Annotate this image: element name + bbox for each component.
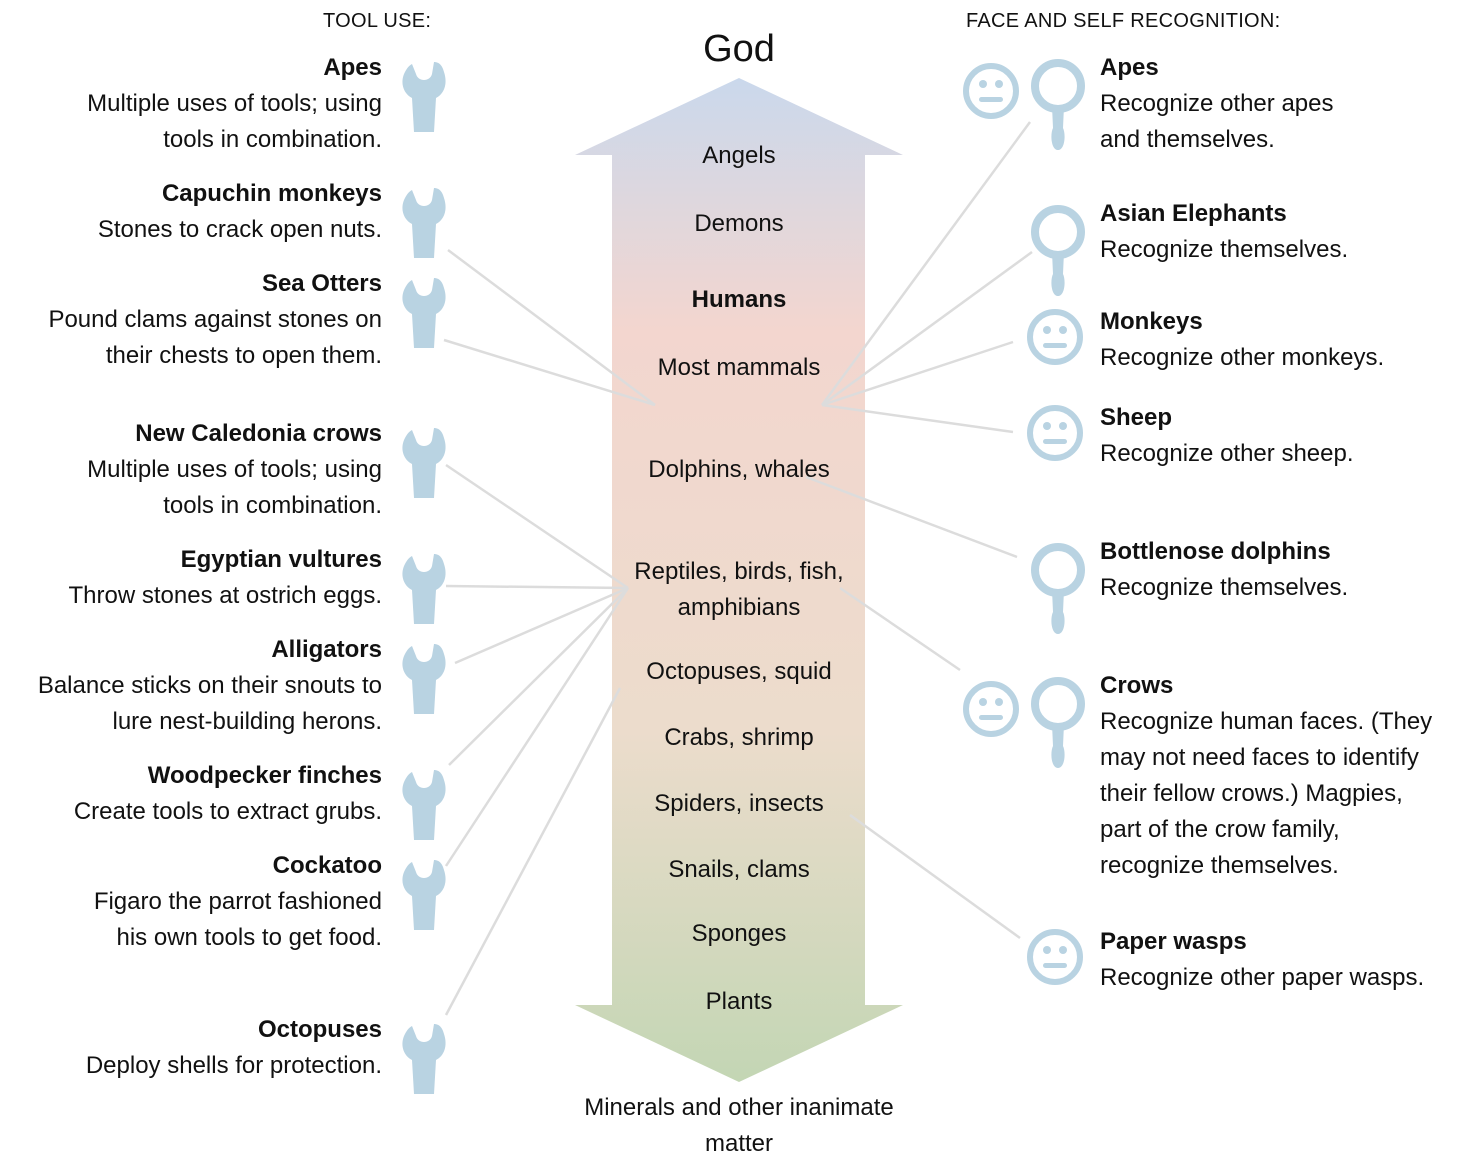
connector-line <box>805 475 1018 559</box>
mirror-icon <box>1030 676 1086 777</box>
wrench-icon <box>400 186 448 265</box>
animal-description: Pound clams against stones on their ches… <box>48 306 382 369</box>
minerals-label: Minerals and other inanimate matter <box>584 1094 894 1157</box>
connector-line <box>448 587 629 766</box>
tool-use-header: TOOL USE: <box>323 10 432 32</box>
wrench-icon <box>400 276 448 355</box>
connector-line <box>849 813 1021 940</box>
animal-name: Capuchin monkeys <box>161 180 382 207</box>
animal-description: Balance sticks on their snouts to lure n… <box>37 672 382 735</box>
level-snails-clams: Snails, clams <box>668 856 810 883</box>
connector-line <box>444 687 622 1016</box>
wrench-icon <box>400 1022 448 1101</box>
connector-line <box>839 586 961 672</box>
connector-line <box>821 340 1014 407</box>
animal-description: Recognize human faces. (They may not nee… <box>1100 708 1433 879</box>
animal-name: Bottlenose dolphins <box>1100 538 1331 565</box>
face-icon <box>1026 308 1084 371</box>
connector-line <box>447 248 656 407</box>
level-most-mammals: Most mammals <box>657 354 821 381</box>
mirror-icon <box>1030 58 1086 159</box>
animal-name: Woodpecker finches <box>147 762 382 789</box>
connector-line <box>820 121 1032 406</box>
animal-description: Recognize other apes and themselves. <box>1100 90 1334 153</box>
connector-line <box>821 403 1014 434</box>
face-icon <box>1026 404 1084 467</box>
animal-name: New Caledonia crows <box>135 420 382 447</box>
level-dolphins-whales: Dolphins, whales <box>648 456 830 483</box>
face-icon <box>962 680 1020 743</box>
mirror-icon <box>1030 542 1086 643</box>
god-label: God <box>703 28 775 70</box>
animal-description: Create tools to extract grubs. <box>73 798 382 825</box>
wrench-icon <box>400 858 448 937</box>
level-spiders-insects: Spiders, insects <box>654 790 824 817</box>
wrench-icon <box>400 426 448 505</box>
scale-arrow <box>575 78 903 1082</box>
animal-description: Figaro the parrot fashioned his own tool… <box>93 888 382 951</box>
animal-description: Recognize themselves. <box>1100 574 1349 601</box>
animal-name: Crows <box>1100 672 1174 699</box>
animal-name: Egyptian vultures <box>180 546 382 573</box>
animal-description: Multiple uses of tools; using tools in c… <box>87 90 382 153</box>
connector-line <box>444 587 630 867</box>
mirror-icon <box>1030 204 1086 305</box>
animal-description: Recognize other sheep. <box>1100 440 1354 467</box>
animal-name: Apes <box>1100 54 1159 81</box>
animal-name: Asian Elephants <box>1100 200 1287 227</box>
connector-line <box>454 586 629 665</box>
animal-description: Stones to crack open nuts. <box>97 216 382 243</box>
face-icon <box>962 62 1020 125</box>
level-sponges: Sponges <box>691 920 787 947</box>
animal-name: Octopuses <box>257 1016 382 1043</box>
connector-line <box>443 338 656 407</box>
animal-description: Recognize themselves. <box>1100 236 1349 263</box>
level-humans: Humans <box>691 286 787 313</box>
animal-name: Sheep <box>1100 404 1173 431</box>
animal-description: Recognize other monkeys. <box>1100 344 1385 371</box>
animal-name: Paper wasps <box>1100 928 1247 955</box>
face-icon <box>1026 928 1084 991</box>
connector-line <box>445 463 629 590</box>
animal-description: Multiple uses of tools; using tools in c… <box>87 456 382 519</box>
wrench-icon <box>400 60 448 139</box>
level-plants: Plants <box>705 988 773 1015</box>
animal-description: Throw stones at ostrich eggs. <box>68 582 382 609</box>
connector-line <box>445 584 629 590</box>
level-octopuses-squid: Octopuses, squid <box>646 658 832 685</box>
level-reptiles-birds-fish-amphibians: Reptiles, birds, fish, amphibians <box>634 558 844 621</box>
connector-line <box>821 250 1033 407</box>
animal-name: Alligators <box>271 636 382 663</box>
wrench-icon <box>400 768 448 847</box>
animal-name: Sea Otters <box>261 270 382 297</box>
wrench-icon <box>400 552 448 631</box>
face-recognition-header: FACE AND SELF RECOGNITION: <box>966 10 1281 32</box>
level-crabs-shrimp: Crabs, shrimp <box>664 724 814 751</box>
animal-description: Deploy shells for protection. <box>85 1052 382 1079</box>
level-demons: Demons <box>694 210 784 237</box>
animal-name: Cockatoo <box>272 852 382 879</box>
wrench-icon <box>400 642 448 721</box>
animal-name: Monkeys <box>1100 308 1203 335</box>
animal-description: Recognize other paper wasps. <box>1100 964 1425 991</box>
level-angels: Angels <box>702 142 776 169</box>
animal-name: Apes <box>323 54 382 81</box>
